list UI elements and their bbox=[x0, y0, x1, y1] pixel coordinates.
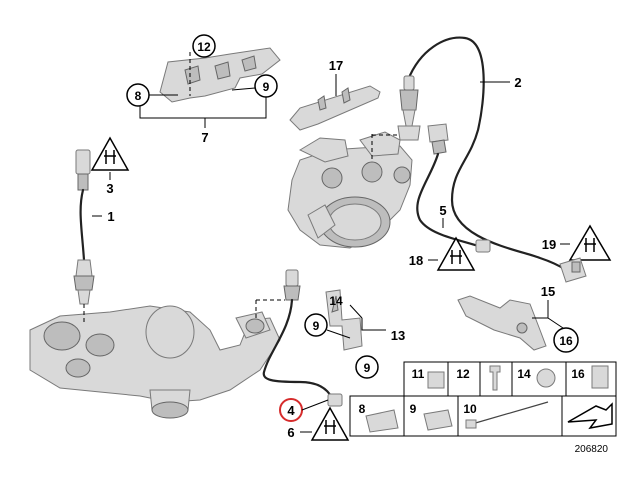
nut-14-icon bbox=[536, 368, 556, 388]
callout-9-lower: 9 bbox=[364, 361, 371, 375]
callout-8: 8 bbox=[135, 89, 142, 103]
callout-5: 5 bbox=[439, 203, 446, 218]
bracket-15-illustration bbox=[457, 295, 547, 351]
plug-symbol-6-icon bbox=[324, 420, 336, 434]
callout-12-circle bbox=[192, 34, 216, 58]
grid-label-9: 9 bbox=[410, 402, 417, 416]
cable-tie-head-10-icon bbox=[465, 419, 477, 429]
warning-triangle-19-icon bbox=[568, 224, 612, 261]
callout-9-low-circle bbox=[355, 355, 379, 379]
direction-arrow-icon bbox=[567, 402, 613, 430]
grid-label-12: 12 bbox=[456, 367, 470, 381]
callout-9-mid-circle bbox=[304, 313, 328, 337]
callout-9-top: 9 bbox=[263, 80, 270, 94]
callout-7: 7 bbox=[201, 130, 208, 145]
cable-tie-10-icon bbox=[471, 401, 549, 425]
callout-14: 14 bbox=[329, 294, 343, 308]
diagram-reference-number: 206820 bbox=[575, 444, 609, 455]
grid-label-10: 10 bbox=[463, 402, 477, 416]
grid-label-14: 14 bbox=[517, 367, 531, 381]
callout-16-circle bbox=[553, 327, 579, 353]
callout-6: 6 bbox=[287, 425, 294, 440]
oxygen-sensor-2 bbox=[397, 36, 568, 272]
callout-17: 17 bbox=[329, 58, 343, 73]
small-parts-grid bbox=[349, 361, 617, 437]
catalytic-converter bbox=[29, 305, 281, 419]
plug-symbol-3-icon bbox=[104, 150, 116, 164]
warning-triangle-6-icon bbox=[310, 406, 350, 441]
clip-9-icon bbox=[423, 409, 453, 431]
plug-symbol-18-icon bbox=[450, 250, 462, 264]
clip-11-icon bbox=[427, 371, 445, 389]
callout-12: 12 bbox=[197, 40, 211, 54]
callout-19: 19 bbox=[542, 237, 556, 252]
oxygen-sensor-4 bbox=[262, 269, 343, 407]
oxygen-sensor-5 bbox=[416, 123, 491, 253]
connector-19 bbox=[559, 257, 587, 283]
callout-9-middle: 9 bbox=[313, 319, 320, 333]
clip-8-icon bbox=[365, 409, 399, 433]
callout-15: 15 bbox=[541, 284, 555, 299]
callout-13: 13 bbox=[391, 328, 405, 343]
grid-label-8: 8 bbox=[359, 402, 366, 416]
plug-symbol-19-icon bbox=[584, 238, 596, 252]
bracket-17-illustration bbox=[289, 85, 381, 131]
warning-triangle-3-icon bbox=[90, 136, 130, 171]
grid-label-11: 11 bbox=[412, 367, 425, 381]
bolt-12-icon bbox=[489, 365, 501, 391]
warning-triangle-18-icon bbox=[436, 236, 476, 271]
oxygen-sensor-1 bbox=[73, 149, 95, 305]
callout-2: 2 bbox=[514, 75, 521, 90]
callout-18: 18 bbox=[409, 253, 423, 268]
grid-label-16: 16 bbox=[571, 367, 585, 381]
clip-16-icon bbox=[591, 365, 609, 389]
callout-4: 4 bbox=[287, 403, 295, 418]
callout-1: 1 bbox=[107, 209, 114, 224]
callout-3: 3 bbox=[106, 181, 113, 196]
callout-16: 16 bbox=[559, 334, 573, 348]
bracket-13-illustration bbox=[325, 289, 363, 351]
exhaust-manifold-upper bbox=[287, 131, 413, 249]
